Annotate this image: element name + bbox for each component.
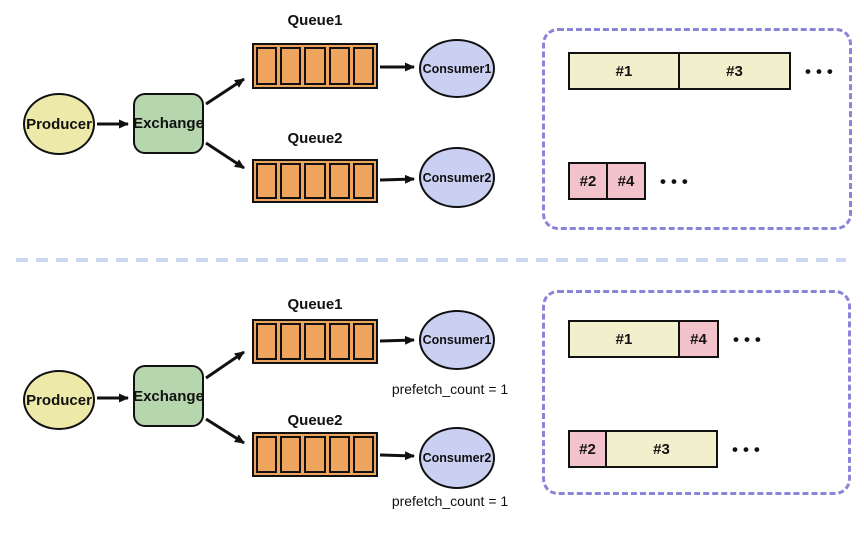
queue2-bottom [252,432,378,477]
queue-cell [256,323,278,360]
queue-cell [256,436,278,473]
ellipsis-dots: ••• [660,171,693,191]
queue-cell [304,323,326,360]
queue1-label-top: Queue1 [287,12,343,29]
producer-label: Producer [26,115,92,133]
producer-node-top: Producer [23,93,95,155]
queue-cell [304,163,326,199]
queue-cell [304,47,326,85]
exchange-label: Exchange [133,115,204,132]
queue-cell [280,163,302,199]
consumer1-label: Consumer1 [422,333,492,347]
section-divider [16,258,846,262]
message-cell: #3 [605,430,718,468]
queue1-bottom [252,319,378,364]
consumer2-label: Consumer2 [422,451,492,465]
queue-cell [328,47,350,85]
ellipsis-dots: ••• [732,439,765,459]
message-cell: #4 [606,162,646,200]
arrow-queue2-consumer2-bottom [379,451,415,461]
exchange-node-top: Exchange [133,93,204,154]
message-cell: #1 [568,52,680,90]
arrow-queue2-consumer2-top [379,174,415,184]
delivery-result-box-bottom [542,290,851,495]
queue-cell [352,436,375,473]
consumer2-messages-bottom: #2 #3 ••• [568,430,765,468]
consumer2-messages-top: #2 #4 ••• [568,162,693,200]
consumer1-messages-bottom: #1 #4 ••• [568,320,766,358]
queue1-label-bottom: Queue1 [287,296,343,313]
message-cell: #4 [678,320,719,358]
queue-cell [304,436,326,473]
queue1-top [252,43,378,89]
exchange-node-bottom: Exchange [133,365,204,427]
prefetch-note-consumer1: prefetch_count = 1 [391,381,509,397]
producer-label: Producer [26,391,92,409]
prefetch-note-consumer2: prefetch_count = 1 [391,493,509,509]
queue2-label-top: Queue2 [287,130,343,147]
ellipsis-dots: ••• [805,61,838,81]
queue-cell [328,436,350,473]
consumer1-node-top: Consumer1 [419,39,495,98]
queue-cell [280,47,302,85]
consumer2-node-bottom: Consumer2 [419,427,495,489]
queue-cell [328,163,350,199]
consumer1-messages-top: #1 #3 ••• [568,52,838,90]
arrow-queue1-consumer1-bottom [379,335,415,345]
arrow-exchange-queue1-top [205,77,245,106]
delivery-result-box-top [542,28,852,230]
queue-cell [328,323,350,360]
arrow-exchange-queue1-bottom [205,350,245,380]
consumer1-label: Consumer1 [422,61,492,76]
queue-cell [280,436,302,473]
message-cell: #2 [568,430,607,468]
queue-cell [352,323,375,360]
queue-cell [352,163,375,199]
queue-cell [256,47,278,85]
exchange-label: Exchange [133,387,204,405]
queue2-label-bottom: Queue2 [287,412,343,429]
producer-node-bottom: Producer [23,370,95,430]
arrow-exchange-queue2-top [205,141,245,170]
message-cell: #2 [568,162,608,200]
consumer1-node-bottom: Consumer1 [419,310,495,370]
message-cell: #3 [678,52,791,90]
queue-cell [352,47,375,85]
queue-cell [256,163,278,199]
queue2-top [252,159,378,203]
message-cell: #1 [568,320,680,358]
queue-cell [280,323,302,360]
ellipsis-dots: ••• [733,329,766,349]
arrow-exchange-queue2-bottom [205,417,245,445]
consumer2-label: Consumer2 [422,170,492,185]
consumer2-node-top: Consumer2 [419,147,495,208]
